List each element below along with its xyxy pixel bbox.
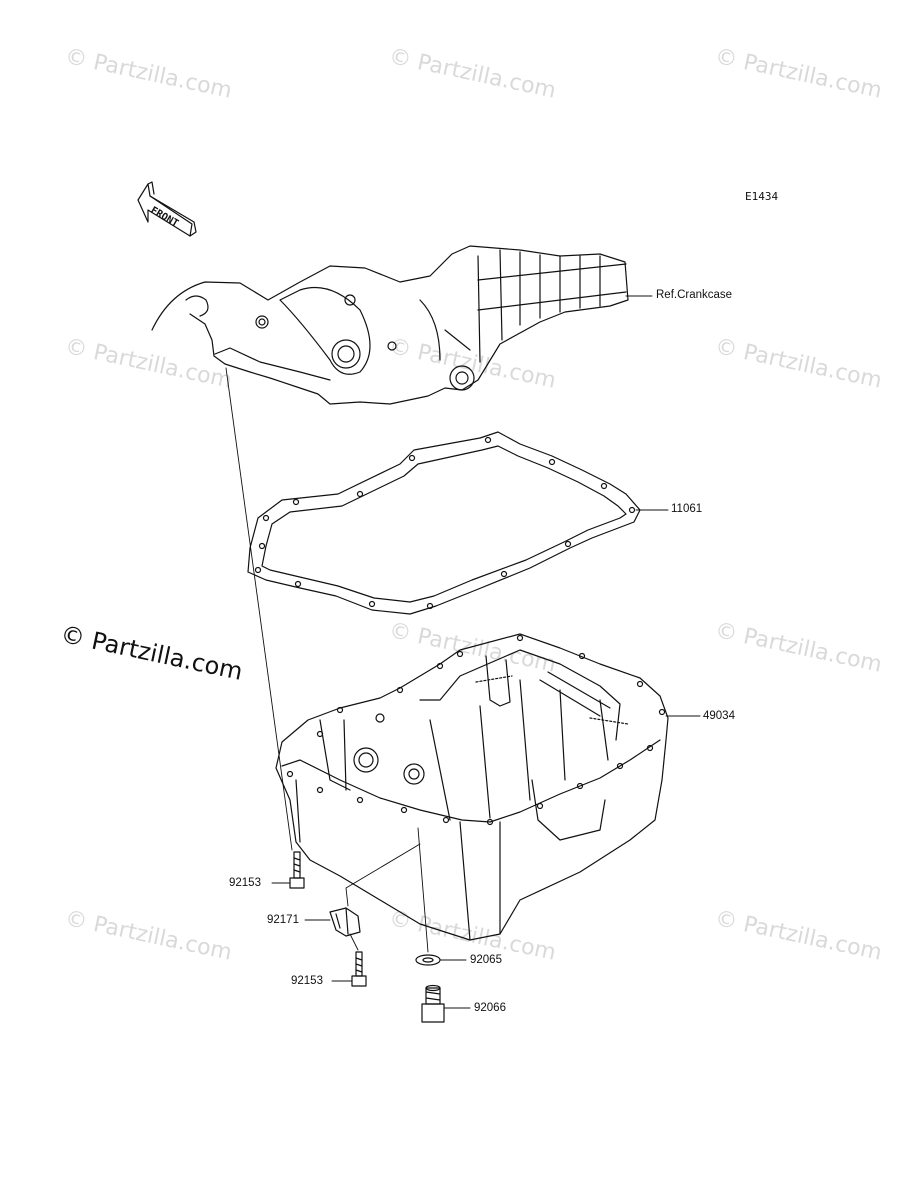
- leader-lines: [225, 295, 701, 1009]
- label-drain-plug: 92066: [474, 1002, 506, 1014]
- bolt-92153-upper: [289, 851, 305, 889]
- bolt-92153-lower: [351, 951, 367, 987]
- crankcase-ref: [151, 245, 629, 405]
- label-gasket: 11061: [671, 503, 703, 515]
- clamp-92171: [329, 907, 361, 937]
- label-bolt-upper: 92153: [229, 877, 261, 889]
- drain-plug-92066: [421, 984, 445, 1023]
- label-ref-crankcase: Ref.Crankcase: [656, 289, 733, 301]
- label-bolt-lower: 92153: [291, 975, 323, 987]
- label-clamp: 92171: [267, 914, 299, 926]
- washer-92065: [415, 954, 441, 966]
- diagram-code: E1434: [745, 190, 779, 203]
- gasket-11061: [247, 431, 641, 615]
- front-arrow-icon: FRONT: [137, 181, 197, 237]
- label-washer: 92065: [470, 954, 502, 966]
- oil-pan-49034: [275, 633, 669, 941]
- label-oil-pan: 49034: [703, 710, 735, 722]
